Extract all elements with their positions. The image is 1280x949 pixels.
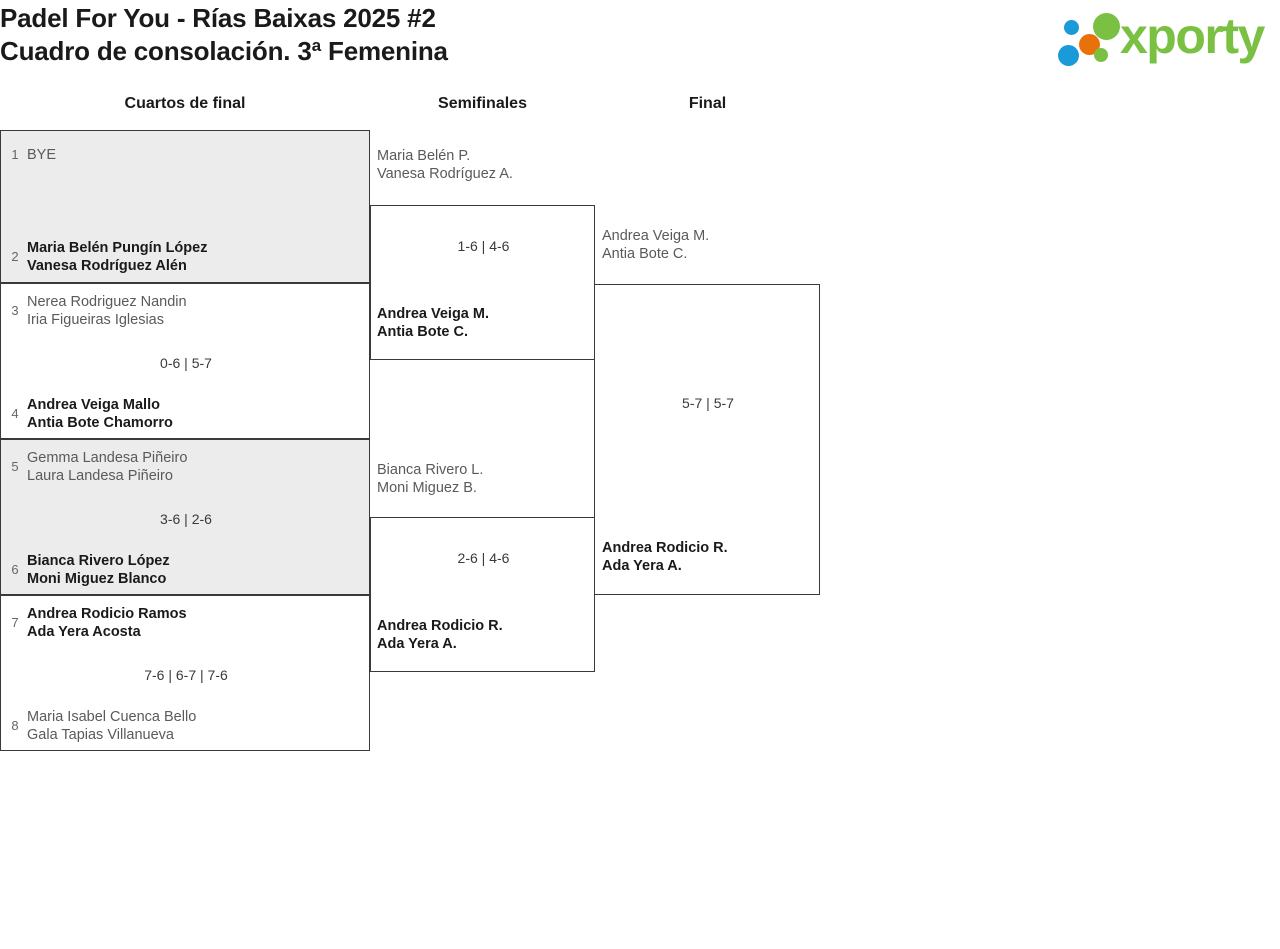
draw-category: Cuadro de consolación. 3ª Femenina [0, 36, 448, 66]
final-team-top: Andrea Veiga M. Antia Bote C. [602, 228, 710, 262]
match-box-r2-m2[interactable]: 2-6 | 4-6 [370, 517, 595, 672]
match-box-r1-m3[interactable]: 5 Gemma Landesa Piñeiro Laura Landesa Pi… [0, 439, 370, 595]
match-score: 5-7 | 5-7 [682, 395, 734, 411]
page-header: Padel For You - Rías Baixas 2025 #2 Cuad… [0, 0, 1280, 88]
logo-dot-green-large-icon [1093, 13, 1120, 40]
sf2-team-bottom: Andrea Rodicio R. Ada Yera A. [377, 618, 503, 652]
team-slot-top: BYE [27, 147, 57, 163]
team-slot-top: Andrea Rodicio Ramos Ada Yera Acosta [27, 606, 187, 640]
logo-dots-icon [1052, 12, 1126, 66]
match-box-r1-m2[interactable]: 3 Nerea Rodriguez Nandin Iria Figueiras … [0, 283, 370, 439]
match-score: 7-6 | 6-7 | 7-6 [144, 667, 228, 683]
match-box-r1-m4[interactable]: 7 Andrea Rodicio Ramos Ada Yera Acosta 7… [0, 595, 370, 751]
match-score: 2-6 | 4-6 [457, 550, 510, 566]
team-slot-bottom: Maria Isabel Cuenca Bello Gala Tapias Vi… [27, 709, 197, 743]
round-headers: Cuartos de final Semifinales Final [0, 95, 900, 121]
logo-dot-blue-large-icon [1058, 45, 1079, 66]
seed-number: 4 [11, 406, 19, 421]
match-box-r3-final[interactable]: 5-7 | 5-7 [594, 284, 820, 595]
xporty-logo[interactable]: xporty [1046, 8, 1274, 66]
team-slot-top: Nerea Rodriguez Nandin Iria Figueiras Ig… [27, 294, 187, 328]
page-title: Padel For You - Rías Baixas 2025 #2 Cuad… [0, 2, 448, 68]
match-score: 1-6 | 4-6 [457, 238, 510, 254]
seed-number: 3 [11, 303, 19, 318]
team-slot-bottom: Maria Belén Pungín López Vanesa Rodrígue… [27, 240, 208, 274]
seed-number: 2 [11, 249, 19, 264]
sf2-team-top: Bianca Rivero L. Moni Miguez B. [377, 462, 484, 496]
round-header-semifinals: Semifinales [438, 95, 527, 112]
match-score: 0-6 | 5-7 [160, 355, 212, 371]
team-slot-bottom: Andrea Veiga Mallo Antia Bote Chamorro [27, 397, 173, 431]
tournament-name: Padel For You - Rías Baixas 2025 #2 [0, 3, 436, 33]
sf1-team-bottom: Andrea Veiga M. Antia Bote C. [377, 306, 490, 340]
logo-dot-green-small-icon [1094, 48, 1108, 62]
seed-number: 8 [11, 718, 19, 733]
seed-number: 7 [11, 615, 19, 630]
logo-wordmark: xporty [1120, 8, 1265, 64]
sf1-team-top: Maria Belén P. Vanesa Rodríguez A. [377, 148, 513, 182]
seed-number: 5 [11, 459, 19, 474]
team-slot-bottom: Bianca Rivero López Moni Miguez Blanco [27, 553, 170, 587]
team-slot-top: Gemma Landesa Piñeiro Laura Landesa Piñe… [27, 450, 188, 484]
seed-number: 1 [11, 147, 19, 162]
round-header-quarterfinals: Cuartos de final [124, 95, 246, 112]
logo-dot-blue-small-icon [1064, 20, 1079, 35]
match-score: 3-6 | 2-6 [160, 511, 212, 527]
seed-number: 6 [11, 562, 19, 577]
final-team-bottom: Andrea Rodicio R. Ada Yera A. [602, 540, 728, 574]
match-box-r2-m1[interactable]: 1-6 | 4-6 [370, 205, 595, 360]
round-header-final: Final [688, 95, 727, 112]
match-box-r1-m1[interactable]: 1 BYE 2 Maria Belén Pungín López Vanesa … [0, 130, 370, 283]
